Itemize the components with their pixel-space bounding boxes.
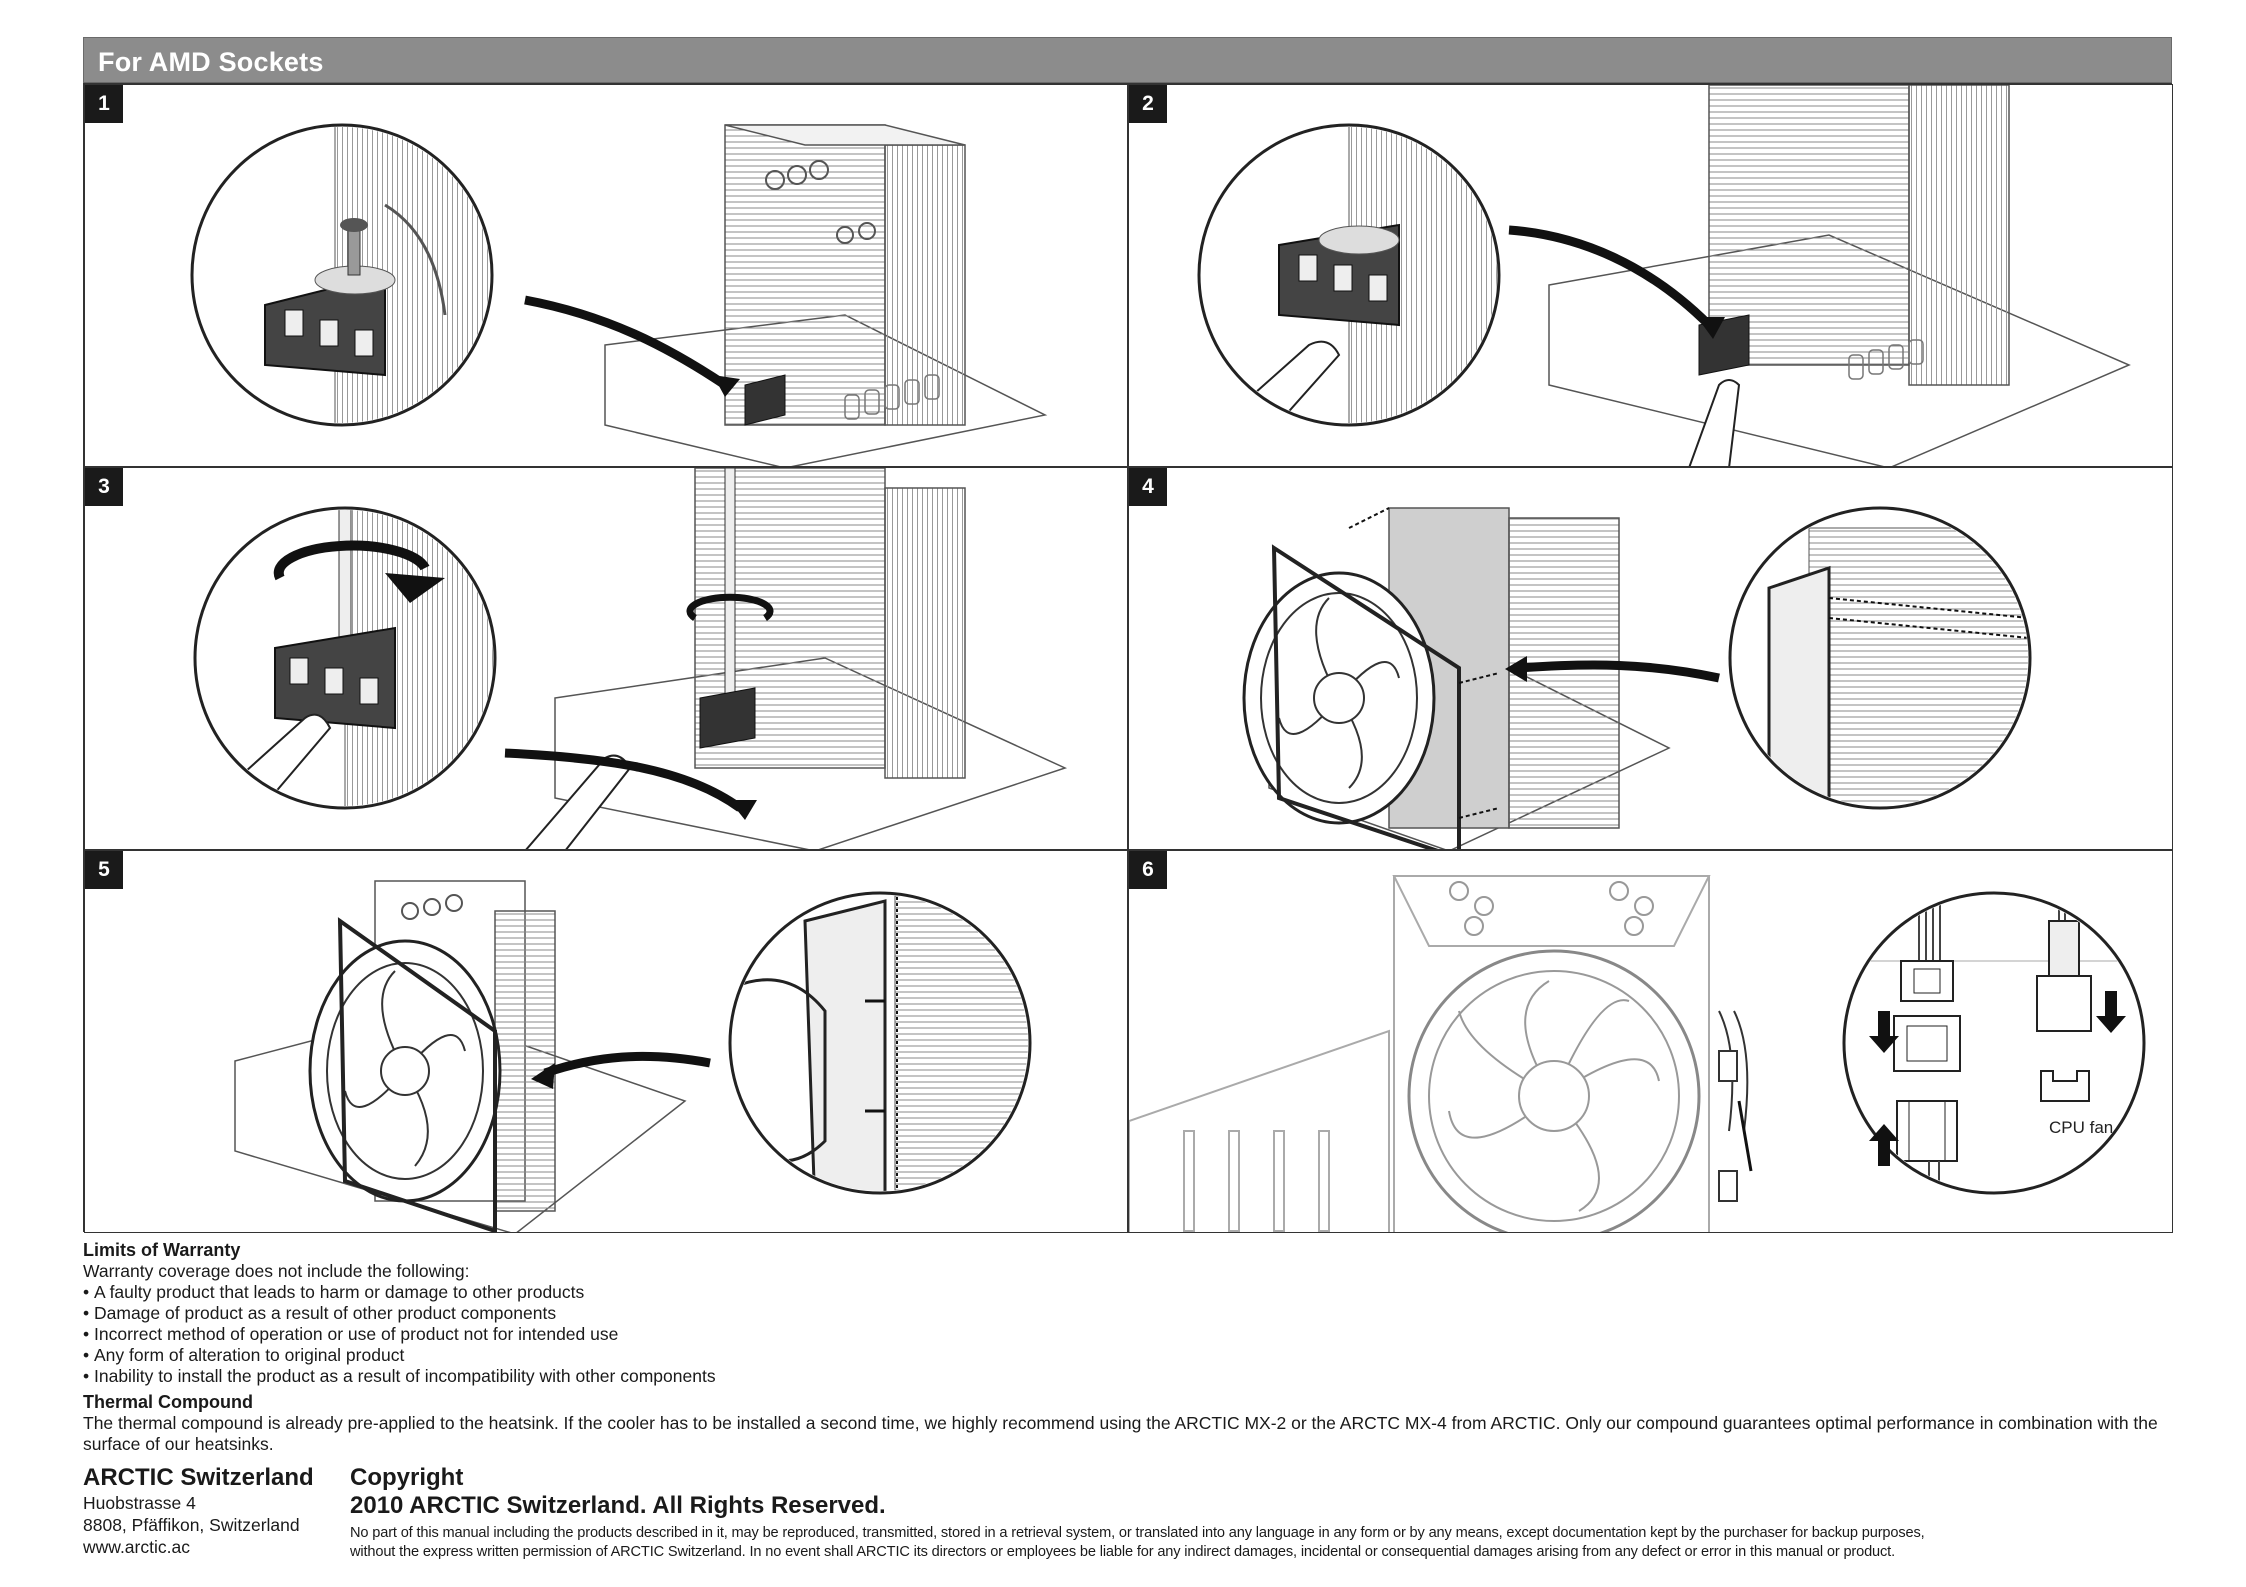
copyright-fine-line-2: without the express written permission o… (350, 1544, 1895, 1560)
step-4-illustration (1242, 506, 2032, 849)
warranty-intro: Warranty coverage does not include the f… (83, 1261, 470, 1281)
company-street: Huobstrasse 4 (83, 1493, 196, 1513)
warranty-list: A faulty product that leads to harm or d… (83, 1282, 716, 1387)
thermal-text: The thermal compound is already pre-appl… (83, 1413, 2158, 1454)
step-number-badge: 1 (85, 85, 123, 123)
thermal-heading: Thermal Compound (83, 1392, 253, 1412)
list-item: Damage of product as a result of other p… (83, 1303, 716, 1324)
step-5-illustration (234, 880, 1032, 1232)
warranty-section: Limits of Warranty Warranty coverage doe… (83, 1240, 716, 1387)
company-city: 8808, Pfäffikon, Switzerland (83, 1515, 300, 1535)
instruction-grid: 1 (83, 83, 2173, 1233)
list-item: A faulty product that leads to harm or d… (83, 1282, 716, 1303)
step-1-illustration (190, 123, 1048, 466)
step-number-badge: 6 (1129, 851, 1167, 889)
list-item: Inability to install the product as a re… (83, 1366, 716, 1387)
copyright-heading: Copyright (350, 1464, 464, 1491)
copyright-line: 2010 ARCTIC Switzerland. All Rights Rese… (350, 1492, 886, 1519)
step-panel-3: 3 (84, 467, 1128, 850)
copyright-section: Copyright 2010 ARCTIC Switzerland. All R… (350, 1464, 2172, 1562)
list-item: Any form of alteration to original produ… (83, 1345, 716, 1366)
step-3-illustration (193, 468, 1068, 849)
step-6-illustration: CPU fan (1129, 875, 2146, 1232)
list-item: Incorrect method of operation or use of … (83, 1324, 716, 1345)
copyright-fine-line-1: No part of this manual including the pro… (350, 1525, 1925, 1541)
company-name: ARCTIC Switzerland (83, 1464, 314, 1491)
company-info: ARCTIC Switzerland Huobstrasse 4 8808, P… (83, 1464, 343, 1558)
step-panel-5: 5 (84, 850, 1128, 1233)
step-panel-1: 1 (84, 84, 1128, 467)
step-number-badge: 2 (1129, 85, 1167, 123)
step-panel-6: 6 (1128, 850, 2173, 1233)
step-number-badge: 4 (1129, 468, 1167, 506)
step-panel-4: 4 (1128, 467, 2173, 850)
thermal-section: Thermal Compound The thermal compound is… (83, 1392, 2163, 1455)
cpu-fan-label: CPU fan (2049, 1118, 2113, 1137)
section-title: For AMD Sockets (98, 47, 324, 77)
warranty-heading: Limits of Warranty (83, 1240, 241, 1260)
step-2-illustration (1197, 85, 2131, 466)
step-panel-2: 2 (1128, 84, 2173, 467)
step-number-badge: 3 (85, 468, 123, 506)
section-header: For AMD Sockets (83, 37, 2172, 83)
company-website-link[interactable]: www.arctic.ac (83, 1537, 190, 1557)
copyright-fine-print: No part of this manual including the pro… (350, 1524, 2172, 1562)
step-number-badge: 5 (85, 851, 123, 889)
